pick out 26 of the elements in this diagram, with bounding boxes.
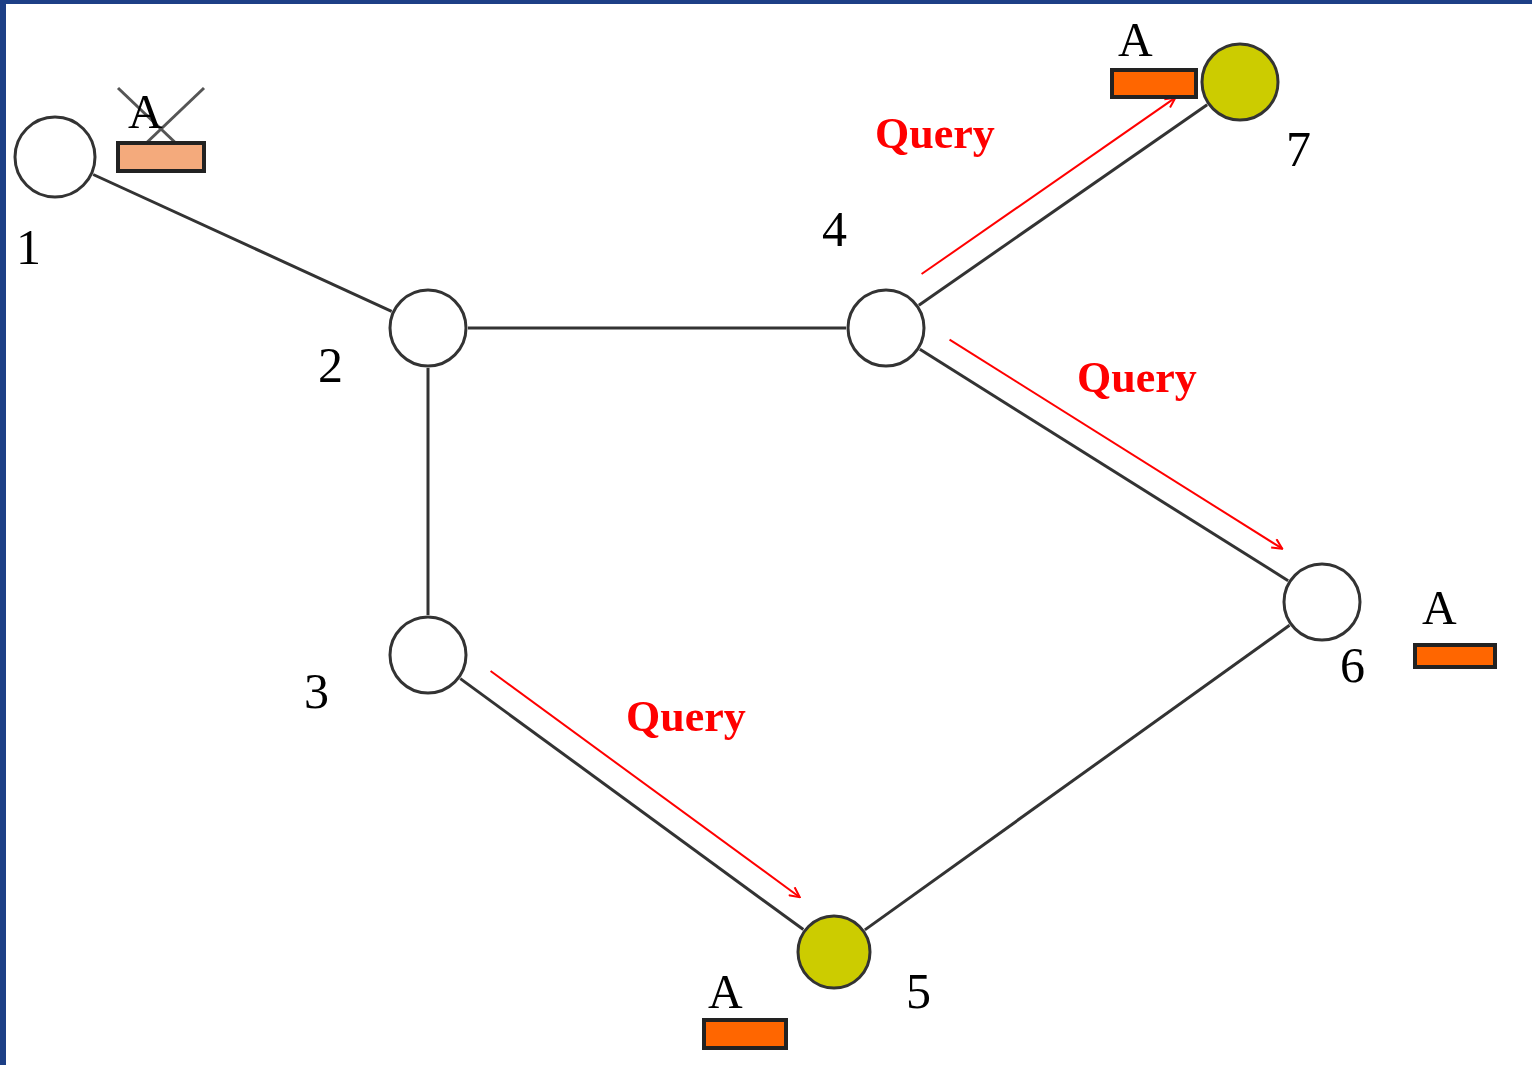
network-node-circle bbox=[13, 115, 97, 199]
link-line bbox=[92, 173, 393, 313]
link-line bbox=[459, 677, 805, 931]
link-line bbox=[918, 103, 1208, 307]
node-number: 4 bbox=[822, 204, 847, 254]
node-number: 3 bbox=[304, 666, 329, 716]
link-line bbox=[468, 326, 846, 330]
link-line bbox=[919, 348, 1289, 582]
node-number: 2 bbox=[318, 340, 343, 390]
network-node-circle bbox=[846, 288, 926, 368]
network-node-circle bbox=[1282, 562, 1362, 642]
node-number: 1 bbox=[16, 222, 41, 272]
node-number: 5 bbox=[906, 966, 931, 1016]
token-letter: A bbox=[1118, 16, 1153, 64]
arrow bbox=[489, 670, 801, 899]
network-node-circle bbox=[796, 914, 872, 990]
node-number: 7 bbox=[1286, 124, 1311, 174]
arrow bbox=[948, 338, 1284, 550]
token-letter: A bbox=[1422, 584, 1457, 632]
network-node-circle bbox=[1200, 42, 1280, 122]
network-node-circle bbox=[388, 288, 468, 368]
link-line bbox=[426, 368, 430, 615]
link-line bbox=[864, 624, 1291, 932]
token-letter: A bbox=[708, 968, 743, 1016]
network-node-circle bbox=[388, 615, 468, 695]
node-number: 6 bbox=[1340, 640, 1365, 690]
